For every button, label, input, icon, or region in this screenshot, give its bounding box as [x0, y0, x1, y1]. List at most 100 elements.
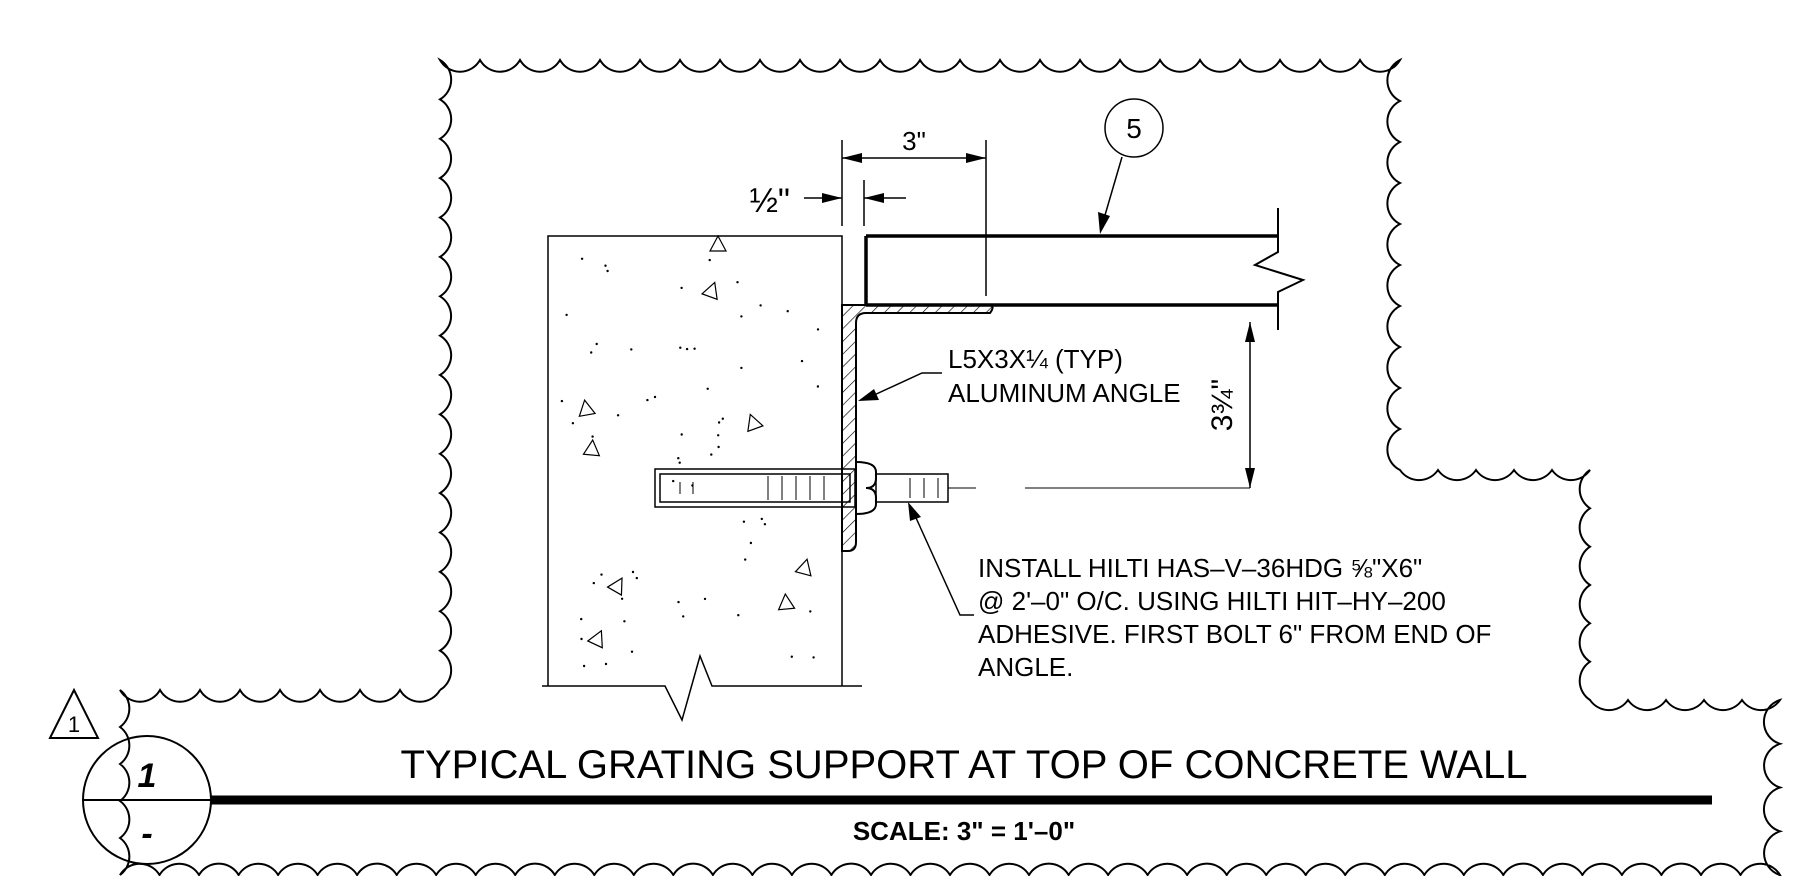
detail-sheet: -	[141, 815, 152, 853]
aggregate-dot	[737, 614, 740, 617]
anchor-callout: INSTALL HILTI HAS–V–36HDG ⅝"X6" @ 2'–0" …	[908, 502, 1491, 682]
aggregate-dot	[706, 387, 709, 390]
aggregate-dot	[646, 398, 649, 402]
aggregate-dot	[708, 258, 711, 262]
dimension-top-width-label: 3"	[902, 126, 926, 156]
aggregate-dot	[693, 347, 696, 350]
angle-callout: L5X3X¼ (TYP) ALUMINUM ANGLE	[858, 344, 1181, 408]
aggregate-dot	[678, 461, 681, 464]
aggregate-dot	[740, 315, 743, 318]
aggregate-dot	[682, 615, 685, 618]
aggregate-dot	[677, 457, 680, 460]
aggregate-dot	[790, 655, 793, 658]
aggregate-dot	[710, 453, 713, 456]
aggregate-dot	[623, 620, 626, 623]
dimension-top-width: 3"	[841, 126, 987, 296]
aggregate-dot	[630, 650, 634, 653]
aggregate-dot	[760, 517, 763, 521]
aggregate-dot	[580, 637, 583, 641]
aggregate-dot	[742, 520, 746, 523]
detail-bubble: 1 -	[82, 735, 212, 865]
aggregate-dot	[816, 328, 820, 331]
aggregate-triangle	[700, 281, 718, 301]
aggregate-dot	[717, 421, 721, 424]
anchor-nut	[855, 461, 877, 515]
grating-break-line	[1252, 208, 1306, 330]
aggregate-dot	[749, 541, 753, 545]
aggregate-dot	[600, 573, 603, 576]
aggregate-dot	[653, 395, 657, 399]
aggregate-triangle	[578, 398, 597, 418]
aggregate-dot	[571, 422, 575, 425]
item-tag: 5	[1098, 98, 1164, 234]
aggregate-dot	[677, 600, 680, 604]
aggregate-dot	[582, 664, 586, 668]
aggregate-dot	[800, 359, 804, 363]
revision-cloud	[118, 57, 1784, 876]
aggregate-dot	[744, 558, 747, 561]
aggregate-triangle	[606, 576, 623, 597]
aggregate-triangle	[586, 629, 603, 649]
grating	[864, 208, 1306, 330]
detail-number: 1	[138, 757, 157, 795]
aggregate-dot	[703, 597, 707, 601]
aggregate-dot	[672, 479, 675, 483]
aggregate-dot	[786, 310, 789, 313]
aggregate-dot	[812, 656, 815, 659]
aggregate-dot	[679, 346, 682, 349]
anchor-callout-line4: ANGLE.	[978, 652, 1073, 682]
aggregate-dot	[816, 385, 820, 388]
aggregate-dot	[616, 414, 620, 417]
dimension-height: 3¾"	[1206, 322, 1255, 488]
aggregate-dot	[595, 342, 598, 346]
aggregate-dot	[717, 434, 720, 437]
aggregate-dot	[759, 304, 762, 307]
aggregate-dot	[680, 286, 683, 290]
anchor-bolt	[654, 461, 1250, 515]
aggregate-dot	[592, 581, 595, 585]
revision-delta: 1	[48, 687, 100, 739]
aggregate-dot	[620, 597, 624, 600]
aggregate-triangle	[777, 592, 796, 611]
aggregate-dot	[560, 399, 564, 403]
aggregate-dot	[631, 570, 635, 574]
aggregate-dot	[635, 576, 638, 580]
aggregate-dot	[580, 257, 584, 260]
concrete-aggregate	[560, 234, 820, 668]
concrete-wall	[542, 234, 862, 723]
aggregate-dot	[604, 264, 607, 267]
aggregate-triangle	[794, 558, 812, 577]
aggregate-dot	[809, 610, 812, 613]
aggregate-triangle	[747, 413, 765, 433]
angle-callout-line2: ALUMINUM ANGLE	[948, 378, 1181, 408]
aggregate-dot	[680, 433, 683, 436]
aggregate-dot	[763, 523, 767, 526]
aggregate-dot	[590, 351, 593, 354]
aggregate-dot	[685, 347, 689, 351]
aggregate-dot	[721, 417, 724, 420]
aggregate-dot	[606, 269, 609, 273]
anchor-callout-line3: ADHESIVE. FIRST BOLT 6" FROM END OF	[978, 619, 1491, 649]
revision-cloud-outline	[118, 57, 1784, 876]
aggregate-triangle	[709, 234, 727, 252]
aggregate-dot	[736, 281, 739, 284]
item-tag-label: 5	[1126, 113, 1142, 144]
aggregate-dot	[717, 445, 720, 449]
revision-delta-label: 1	[68, 712, 80, 737]
aggregate-dot	[580, 617, 583, 621]
anchor-callout-line2: @ 2'–0" O/C. USING HILTI HIT–HY–200	[978, 586, 1446, 616]
aggregate-dot	[591, 435, 594, 438]
aluminum-angle	[841, 304, 994, 552]
aggregate-dot	[630, 348, 633, 351]
dimension-gap-label: ½"	[750, 182, 790, 220]
aggregate-dot	[565, 313, 568, 317]
anchor-callout-line1: INSTALL HILTI HAS–V–36HDG ⅝"X6"	[978, 553, 1422, 583]
detail-title: TYPICAL GRATING SUPPORT AT TOP OF CONCRE…	[401, 743, 1528, 787]
dimension-height-label: 3¾"	[1206, 379, 1239, 431]
detail-scale: SCALE: 3" = 1'–0"	[853, 816, 1075, 846]
dimension-gap: ½"	[750, 180, 906, 226]
aggregate-triangle	[582, 438, 601, 457]
aggregate-dot	[604, 662, 608, 666]
angle-callout-line1: L5X3X¼ (TYP)	[948, 344, 1123, 374]
